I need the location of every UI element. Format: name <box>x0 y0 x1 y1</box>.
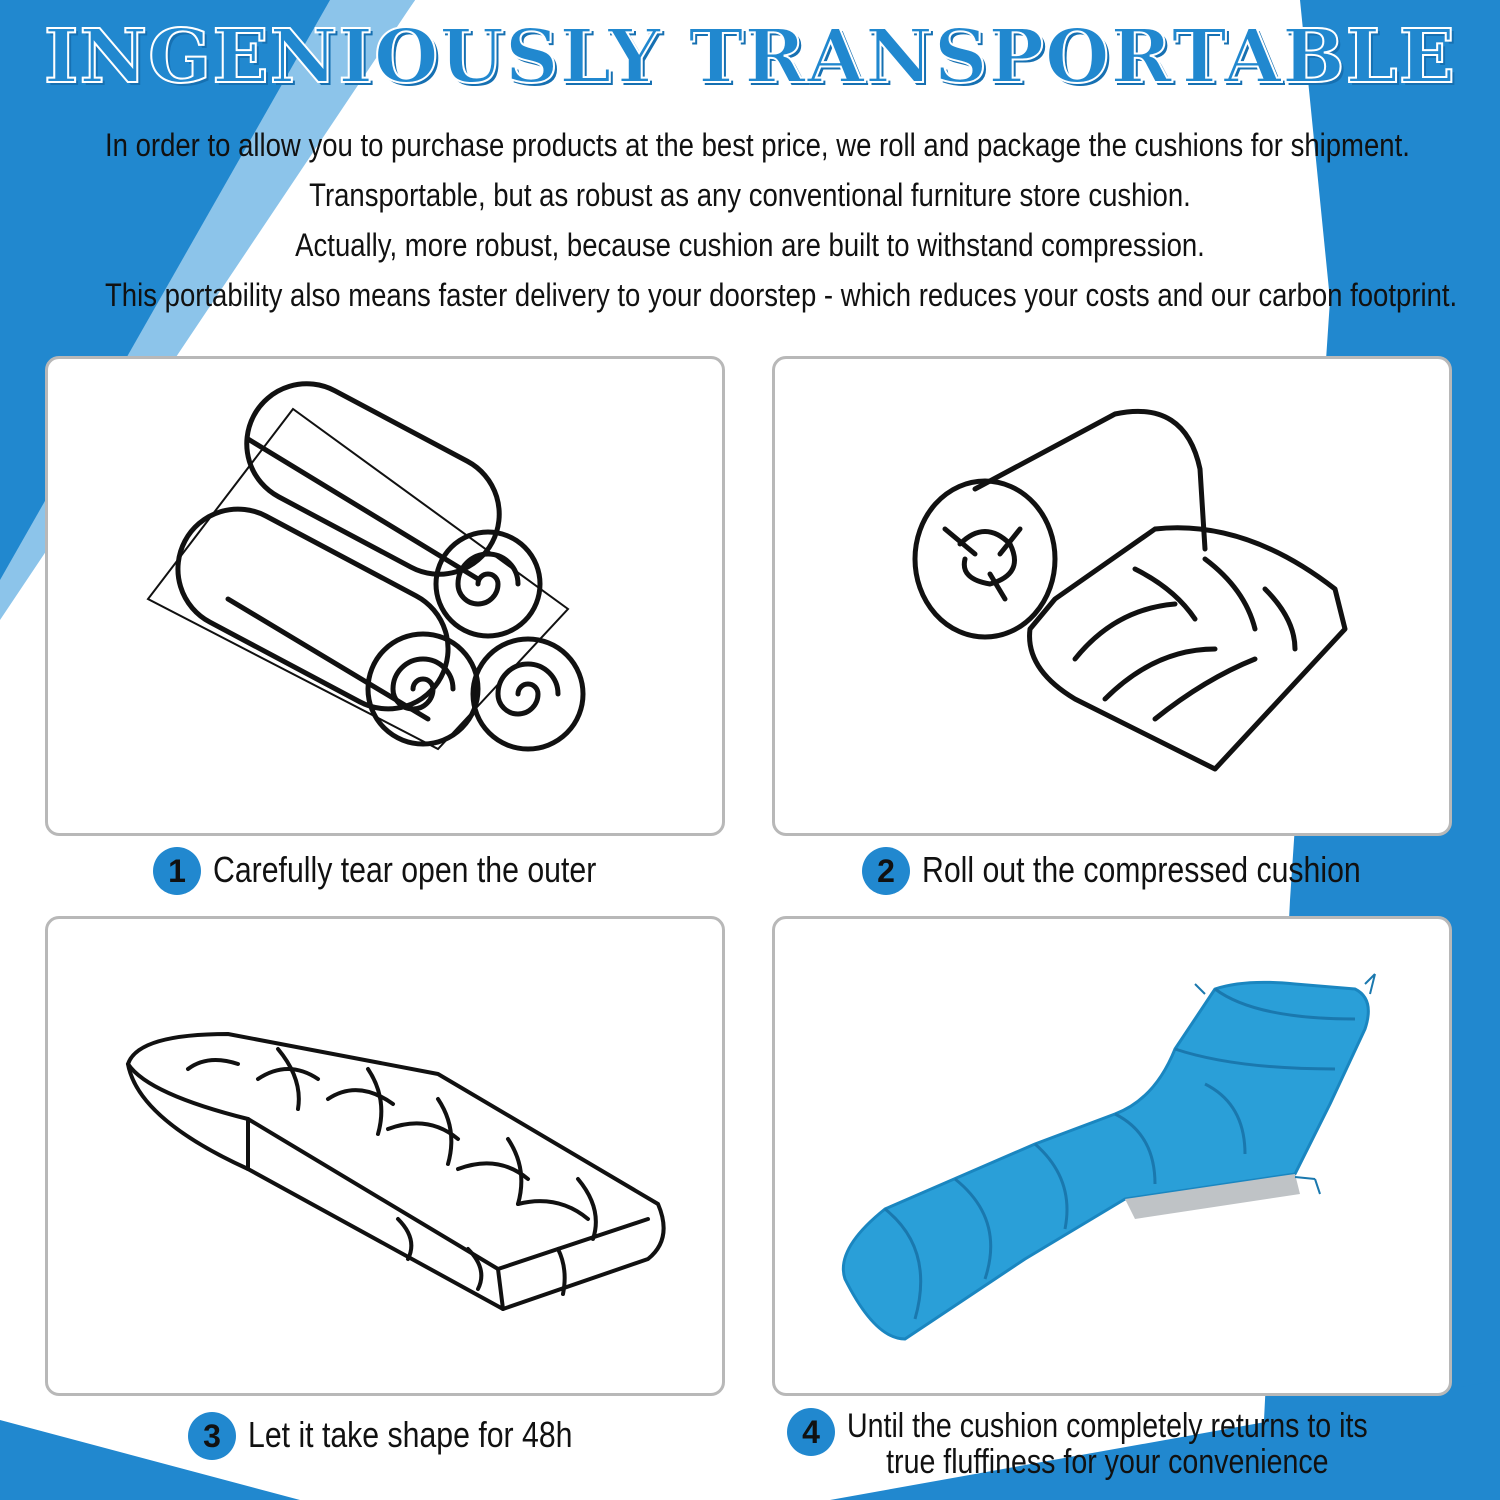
rolled-cushions-bundle-icon <box>146 381 586 752</box>
step-4-caption: 4 Until the cushion completely returns t… <box>787 1408 1467 1480</box>
intro-line: This portability also means faster deliv… <box>105 277 1458 313</box>
step-caption-text: Let it take shape for 48h <box>248 1414 573 1455</box>
blue-chaise-cushion-photo <box>841 973 1376 1341</box>
step-3-caption: 3 Let it take shape for 48h <box>188 1412 634 1460</box>
intro-line: Transportable, but as robust as any conv… <box>309 177 1191 213</box>
step-number-badge: 4 <box>787 1408 835 1456</box>
step-2-panel <box>772 356 1452 836</box>
step-caption-line: true fluffiness for your convenience <box>886 1443 1329 1481</box>
step-caption-text: Until the cushion completely returns to … <box>847 1408 1368 1480</box>
step-3-panel <box>45 916 725 1396</box>
step-caption-text: Roll out the compressed cushion <box>922 849 1361 890</box>
page-title: INGENIOUSLY TRANSPORTABLE <box>43 13 1457 101</box>
step-number-badge: 1 <box>153 847 201 895</box>
intro-line: Actually, more robust, because cushion a… <box>295 227 1205 263</box>
unrolling-cushion-icon <box>912 408 1348 772</box>
step-caption-text: Carefully tear open the outer <box>213 849 597 890</box>
flat-tufted-cushion-icon <box>126 1032 666 1311</box>
step-1-caption: 1 Carefully tear open the outer <box>153 847 669 895</box>
step-1-panel <box>45 356 725 836</box>
intro-text: In order to allow you to purchase produc… <box>0 120 1500 320</box>
step-2-caption: 2 Roll out the compressed cushion <box>862 847 1444 895</box>
step-caption-line: Until the cushion completely returns to … <box>847 1407 1368 1445</box>
step-4-panel <box>772 916 1452 1396</box>
intro-line: In order to allow you to purchase produc… <box>105 127 1410 163</box>
step-number-badge: 3 <box>188 1412 236 1460</box>
step-number-badge: 2 <box>862 847 910 895</box>
